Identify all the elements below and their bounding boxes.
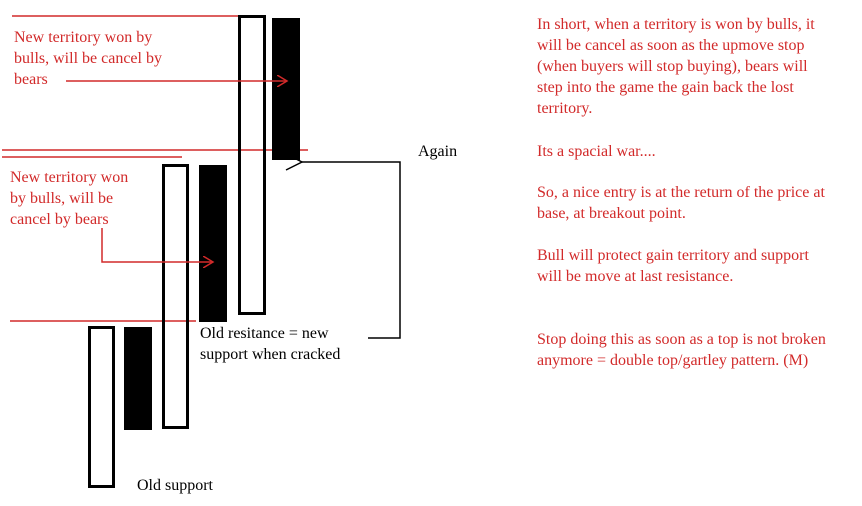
explanation-para-5: Stop doing this as soon as a top is not … xyxy=(537,331,826,369)
candle-hollow-1 xyxy=(88,326,115,488)
explanation-para-4: Bull will protect gain territory and sup… xyxy=(537,247,809,285)
candle-filled-3 xyxy=(272,18,300,160)
old-support-label: Old support xyxy=(137,477,213,494)
explanation-para-2: Its a spacial war.... xyxy=(537,143,656,160)
again-label: Again xyxy=(418,143,458,160)
candle-filled-2 xyxy=(199,165,227,322)
explanation-para-1: In short, when a territory is won by bul… xyxy=(537,16,815,117)
candle-filled-1 xyxy=(124,327,152,430)
candle-hollow-3 xyxy=(238,15,266,315)
candle-hollow-2 xyxy=(162,164,189,429)
explanation-para-3: So, a nice entry is at the return of the… xyxy=(537,184,825,222)
mid-annotation: New territory won by bulls, will be canc… xyxy=(10,169,129,228)
again-arrow xyxy=(285,153,401,339)
arrow-mid-note xyxy=(101,228,213,262)
old-resistance-label: Old resitance = new support when cracked xyxy=(200,325,341,363)
top-annotation: New territory won by bulls, will be canc… xyxy=(14,29,162,88)
